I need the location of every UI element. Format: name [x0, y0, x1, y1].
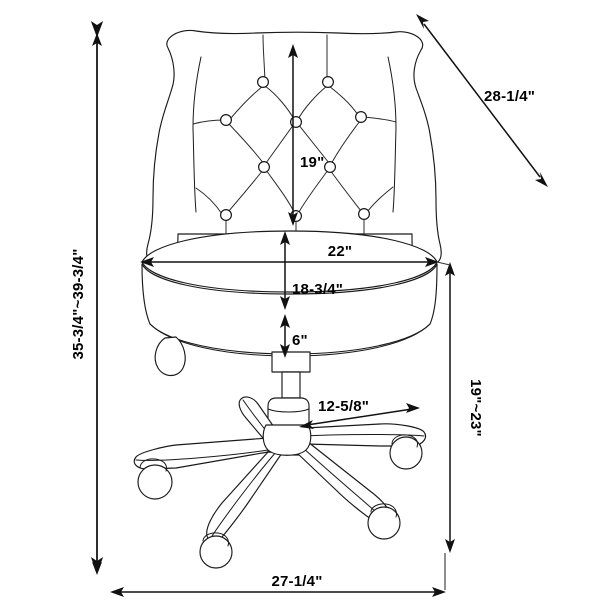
tuft-curve-l3 — [329, 169, 362, 212]
backrest-left-seam-lower — [192, 127, 197, 213]
tuft-button-6 — [258, 161, 271, 174]
tuft-button-5 — [355, 110, 368, 123]
dim-seat-height-arrow-top — [445, 262, 455, 276]
dim-seat-thickness-arrow-top — [280, 314, 290, 328]
caster-back-left — [137, 464, 173, 500]
tuft-button-2 — [322, 75, 335, 88]
tuft-button-3 — [220, 113, 233, 126]
tuft-curve-u3 — [230, 85, 264, 119]
tuft-seam-br — [366, 186, 394, 213]
dim-backrest-height-label: 19" — [300, 154, 324, 171]
dim-backrest-height: 19" — [288, 44, 324, 226]
backrest-right-seam — [387, 56, 397, 129]
backrest-right-seam-lower — [392, 127, 397, 213]
caster-front-left — [199, 535, 233, 569]
dim-seat-depth: 18-3/4" — [280, 231, 343, 310]
tuft-curve-l2 — [265, 169, 295, 213]
caster-back-right-yoke — [391, 434, 418, 448]
dim-seat-width-label: 22" — [328, 243, 352, 260]
caster-back-right — [389, 436, 423, 470]
dim-seat-width: 22" — [140, 243, 439, 267]
caster-front-right-yoke — [370, 503, 397, 518]
caster-back-left-yoke — [139, 458, 167, 472]
tuft-button-8 — [220, 209, 233, 222]
dim-base-width-arrow-right — [432, 587, 446, 597]
dim-seat-height-range: 19"~23" — [436, 261, 484, 553]
dim-base-width-label: 27-1/4" — [271, 573, 322, 590]
dim-seat-width-arrow-left — [140, 257, 154, 267]
dim-seat-height-range-label: 19"~23" — [467, 379, 484, 437]
dim-depth-arrow-lower — [535, 172, 548, 187]
dim-base-arm-radius: 12-5/8" — [299, 398, 420, 429]
dim-backrest-arrow-bottom — [288, 212, 298, 226]
caster-front-right — [367, 506, 401, 540]
dim-depth-diagonal: 28-1/4" — [416, 14, 548, 187]
dim-seat-depth-arrow-bottom — [280, 296, 290, 310]
dim-base-width-arrow-left — [110, 587, 124, 597]
base-hub — [262, 424, 312, 456]
cylinder-shaft — [281, 371, 301, 399]
tuft-curve-u4 — [328, 85, 359, 116]
chair-backrest — [146, 29, 442, 263]
tuft-button-1 — [257, 75, 270, 88]
backrest-silhouette — [146, 29, 442, 263]
base-arm-back-left — [133, 437, 269, 470]
tuft-seam-bl — [195, 187, 223, 215]
dim-seat-thickness-label: 6" — [292, 332, 308, 349]
tuft-curve-l1 — [227, 169, 264, 213]
tuft-button-7 — [324, 161, 337, 174]
tuft-curve-l4 — [298, 169, 329, 213]
base-arm-front-right-crease — [301, 446, 387, 522]
dim-depth-label: 28-1/4" — [484, 88, 535, 105]
dim-seat-width-arrow-right — [425, 257, 439, 267]
dim-seat-depth-label: 18-3/4" — [292, 281, 343, 298]
tuft-button-4 — [290, 115, 303, 128]
tuft-button-10 — [358, 208, 371, 221]
seat-decorative-foot-left — [154, 336, 186, 377]
dim-overall-height: 35-3/4"~39-3/4" — [70, 21, 104, 575]
backrest-left-seam — [192, 56, 202, 129]
dim-seat-thickness: 6" — [280, 314, 308, 358]
base-arm-back-right-crease — [304, 434, 425, 437]
dim-base-arm-radius-label: 12-5/8" — [318, 398, 369, 415]
dim-backrest-arrow-top — [288, 44, 298, 58]
cylinder-top-collar — [271, 351, 311, 373]
dim-overall-height-arrow-top — [92, 33, 102, 46]
dim-depth-arrow-upper — [416, 14, 429, 29]
dim-base-width: 27-1/4" — [110, 553, 446, 597]
tuft-curve-m2 — [330, 120, 361, 165]
dim-overall-height-label: 35-3/4"~39-3/4" — [70, 248, 87, 359]
base-arm-front-left-crease — [211, 451, 277, 537]
tuft-curve-m4 — [297, 123, 330, 164]
cylinder-housing-top-ellipse — [267, 408, 310, 413]
tuft-curve-m1 — [228, 123, 265, 165]
dim-seat-height-arrow-bottom — [445, 539, 455, 553]
dim-seat-thickness-arrow-bottom — [280, 344, 290, 358]
dim-seat-depth-arrow-top — [280, 231, 290, 245]
chair-base — [133, 396, 427, 569]
dim-base-arm-arrow-right — [406, 403, 420, 413]
dim-base-arm-arrow-left — [299, 420, 314, 429]
tuft-stitch-top-left — [262, 34, 266, 82]
caster-front-left-yoke — [202, 532, 229, 547]
tuft-curve-m3 — [265, 123, 295, 164]
dim-overall-height-arrow-bottom — [92, 562, 102, 575]
